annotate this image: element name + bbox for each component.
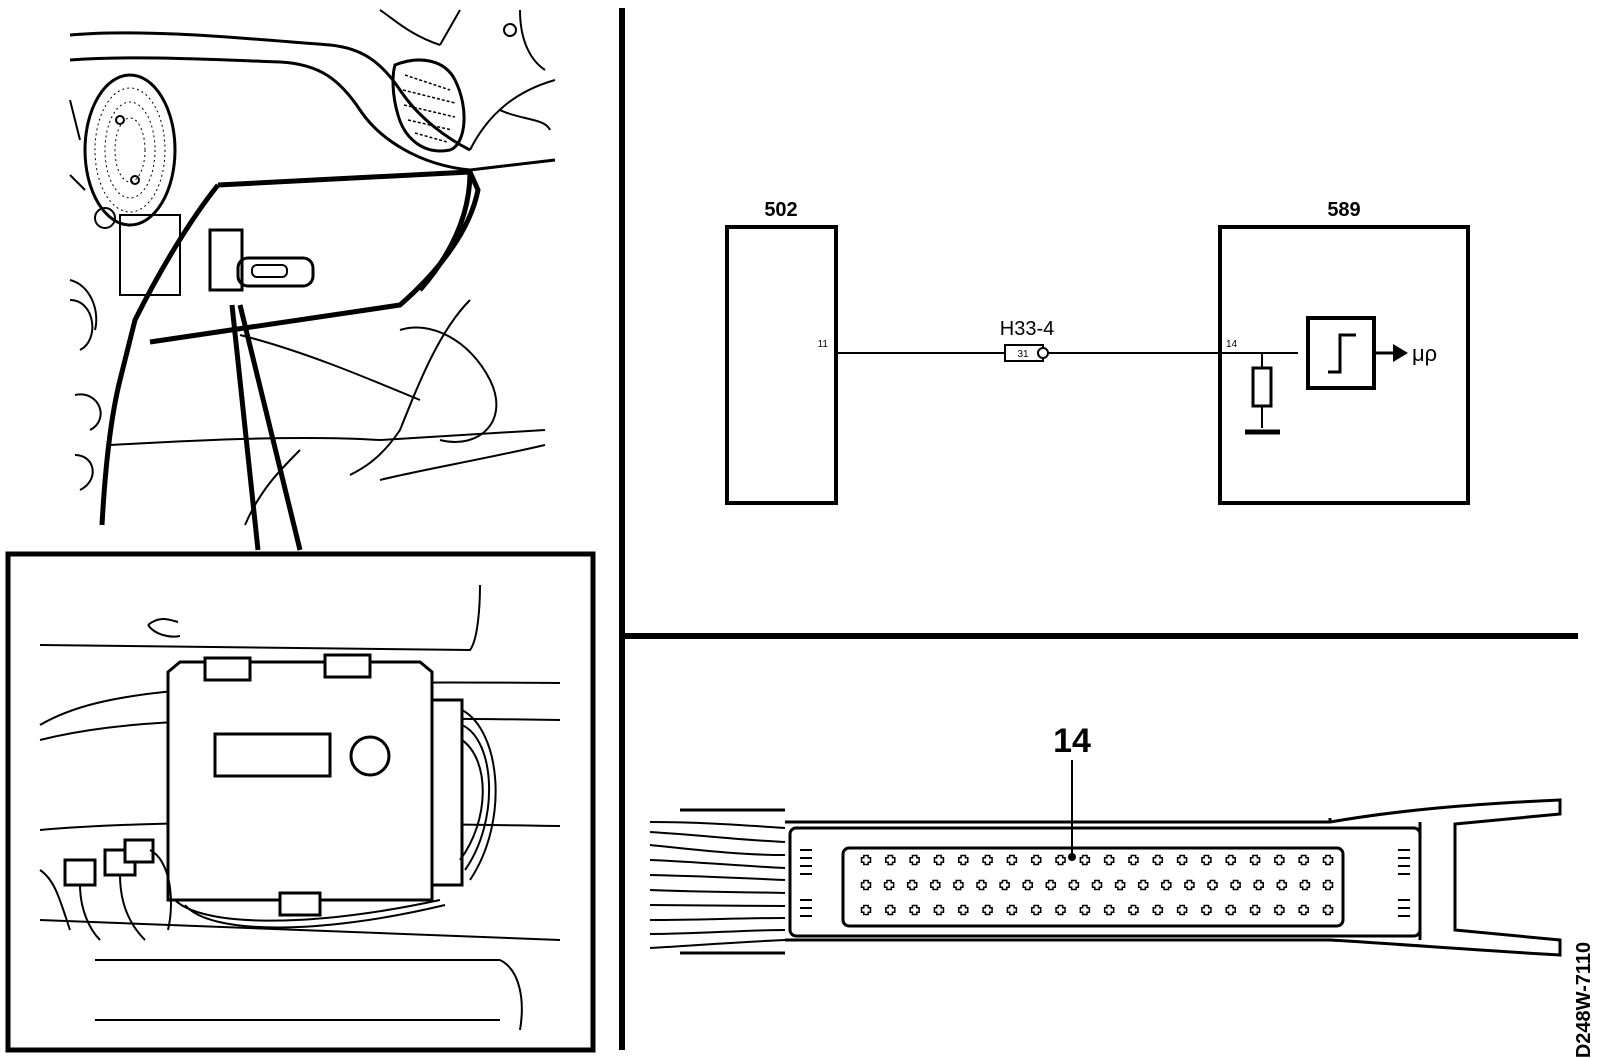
connector-pin xyxy=(1201,904,1212,916)
connector-pin xyxy=(1030,854,1042,866)
connector-pin xyxy=(1299,879,1311,891)
schmitt-trigger-symbol xyxy=(1306,316,1376,390)
connector-pin xyxy=(1176,854,1188,866)
unit-589-pin-label: 14 xyxy=(1226,339,1238,350)
connector-pin xyxy=(1152,904,1164,916)
connector-pin xyxy=(1022,879,1033,891)
connector-pinout-illustration: 14 xyxy=(649,722,1562,957)
harness-connectors xyxy=(39,838,172,941)
unit-502-pin-label: 11 xyxy=(818,339,829,350)
connector-pin xyxy=(1079,854,1091,866)
connector-pin xyxy=(958,904,969,916)
connector-pin-number: 31 xyxy=(1017,349,1029,360)
connector-pin xyxy=(1274,854,1285,866)
connector-housing xyxy=(785,798,1562,957)
connector-pin xyxy=(1152,854,1164,866)
connector-pin xyxy=(976,879,987,891)
connector-pin xyxy=(1103,904,1115,916)
connector-pin xyxy=(1298,854,1309,866)
connector-pin xyxy=(953,879,964,891)
connector-pin xyxy=(1184,879,1195,891)
connector-pin xyxy=(982,854,993,866)
wire-bundle xyxy=(649,808,786,955)
unit-502-label: 502 xyxy=(764,199,797,221)
connector-pin xyxy=(909,904,920,916)
right-vent-grille xyxy=(402,74,456,143)
output-arrow-icon xyxy=(1393,344,1408,362)
connector-pin xyxy=(1055,904,1066,916)
connector-pin xyxy=(1298,904,1309,916)
unit-502-box xyxy=(725,225,838,505)
resistor-to-ground xyxy=(1245,353,1280,435)
connector-pin xyxy=(1068,879,1080,891)
connector-pin xyxy=(1103,854,1115,866)
connector-pin xyxy=(999,879,1010,891)
connector-pin xyxy=(933,854,945,866)
unit-589-label: 589 xyxy=(1327,199,1360,221)
connector-pin xyxy=(1176,904,1188,916)
panel-dividers xyxy=(619,8,1578,1050)
connector-pin xyxy=(1128,854,1139,866)
connector-pin xyxy=(1322,904,1334,916)
unit-589-box xyxy=(1218,225,1470,505)
connector-pin xyxy=(1161,879,1172,891)
connector-pin xyxy=(1055,854,1066,866)
connector-pin xyxy=(1045,879,1057,891)
connector-pin xyxy=(860,879,872,891)
output-label: μρ xyxy=(1412,341,1437,366)
connector-pin xyxy=(1201,854,1212,866)
dashboard-illustration xyxy=(69,9,556,551)
connector-pin xyxy=(1079,904,1091,916)
connector-pin xyxy=(883,879,895,891)
pin-14-marker xyxy=(1068,853,1076,861)
connector-pin xyxy=(1091,879,1103,891)
connector-pin xyxy=(909,854,920,866)
connector-pin xyxy=(1128,904,1139,916)
connector-pin xyxy=(1276,879,1288,891)
connector-pin xyxy=(1225,904,1236,916)
left-speaker-grille xyxy=(94,87,166,213)
connector-pin xyxy=(885,854,896,866)
connector-pin xyxy=(906,879,918,891)
connector-pin xyxy=(930,879,941,891)
pin-grid xyxy=(860,854,1334,916)
ecu-box xyxy=(166,653,497,929)
connector-h33-4-label: H33-4 xyxy=(1000,318,1054,340)
connector-pin xyxy=(1030,904,1042,916)
connector-pin xyxy=(860,904,872,916)
connector-pin xyxy=(1225,854,1236,866)
connector-pin xyxy=(1230,879,1241,891)
connector-pin xyxy=(982,904,993,916)
connector-pin xyxy=(885,904,896,916)
connector-pin xyxy=(958,854,969,866)
connector-pin xyxy=(933,904,945,916)
connector-pin xyxy=(1322,854,1334,866)
pin-callout-label: 14 xyxy=(1053,722,1091,760)
connector-pin xyxy=(1249,904,1261,916)
connector-pin xyxy=(1274,904,1285,916)
connector-pin xyxy=(1322,879,1334,891)
connector-pin xyxy=(1006,904,1018,916)
connector-pin xyxy=(1137,879,1149,891)
connector-pin xyxy=(1114,879,1126,891)
connector-pin xyxy=(1249,854,1261,866)
figure-id: D248W-7110 xyxy=(1573,942,1595,1058)
connector-pin-circle xyxy=(1037,347,1049,359)
wiring-schematic: 502 11 H33-4 31 589 14 μρ xyxy=(725,199,1470,505)
connector-pin xyxy=(860,854,872,866)
connector-pin xyxy=(1253,879,1264,891)
ecu-inset-illustration xyxy=(5,551,596,1053)
connector-pin xyxy=(1006,854,1018,866)
connector-pin xyxy=(1207,879,1218,891)
